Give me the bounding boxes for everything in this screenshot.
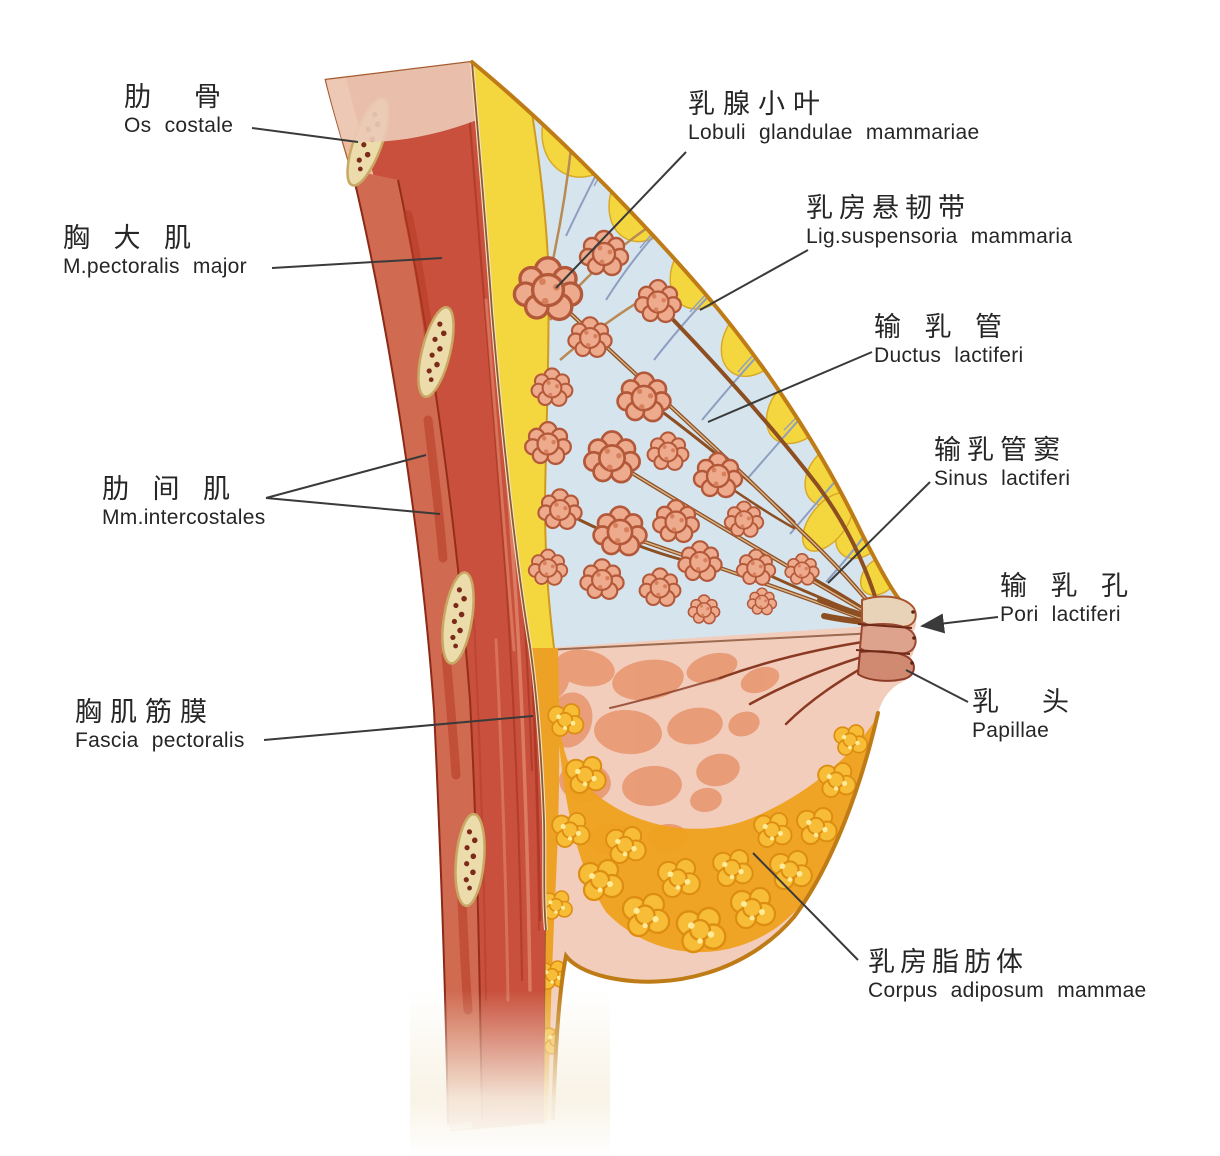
slab-cut-surface [326, 62, 482, 142]
label-os-costale-la: Os costale [124, 114, 234, 138]
leader-ligament [699, 249, 809, 311]
leader-intercostales-lower [265, 497, 441, 515]
label-fascia-pectoralis-la: Fascia pectoralis [75, 729, 245, 753]
label-lig-suspensoria: 乳房悬韧带 Lig.suspensoria mammaria [806, 194, 1072, 248]
nipple [855, 595, 917, 682]
label-papillae-la: Papillae [972, 719, 1050, 743]
bottom-fade [410, 990, 610, 1156]
label-intercostales-cn: 肋 间 肌 [102, 474, 239, 504]
leader-intercostales-upper [265, 454, 427, 499]
label-pectoralis-major: 胸 大 肌 M.pectoralis major [63, 224, 247, 278]
label-fascia-pectoralis: 胸肌筋膜 Fascia pectoralis [75, 698, 245, 752]
label-pori-lactiferi-la: Pori lactiferi [1000, 603, 1121, 627]
label-pori-lactiferi-cn: 输 乳 孔 [1000, 571, 1137, 601]
label-fascia-pectoralis-cn: 胸肌筋膜 [75, 697, 215, 727]
label-intercostales-la: Mm.intercostales [102, 506, 266, 530]
leader-fascia [263, 715, 534, 741]
leader-lines [251, 127, 999, 961]
label-corpus-adiposum: 乳房脂肪体 Corpus adiposum mammae [868, 948, 1147, 1002]
leader-pori-arrow [920, 613, 999, 634]
label-papillae: 乳 头 Papillae [972, 688, 1077, 742]
label-ductus-lactiferi: 输 乳 管 Ductus lactiferi [874, 313, 1024, 367]
label-lig-suspensoria-la: Lig.suspensoria mammaria [806, 225, 1073, 249]
fat-crescent [556, 700, 874, 953]
nipple-grooves [855, 623, 913, 655]
label-papillae-cn: 乳 头 [972, 687, 1077, 717]
label-pori-lactiferi: 输 乳 孔 Pori lactiferi [1000, 572, 1136, 626]
label-lig-suspensoria-cn: 乳房悬韧带 [806, 193, 971, 223]
label-lobuli-glandulae-la: Lobuli glandulae mammariae [688, 121, 980, 145]
tissue-divider [544, 631, 897, 651]
label-sinus-lactiferi-la: Sinus lactiferi [934, 467, 1071, 491]
label-ductus-lactiferi-la: Ductus lactiferi [874, 344, 1024, 368]
label-lobuli-glandulae-cn: 乳腺小叶 [688, 89, 828, 119]
label-sinus-lactiferi: 输乳管窦 Sinus lactiferi [934, 436, 1070, 490]
leader-ductus [707, 351, 873, 423]
leader-corpus [752, 852, 859, 961]
label-corpus-adiposum-cn: 乳房脂肪体 [868, 947, 1028, 977]
label-corpus-adiposum-la: Corpus adiposum mammae [868, 979, 1147, 1003]
pectoral-fascia-edge [471, 61, 547, 931]
nipple-ridge-bottom [856, 650, 915, 682]
leader-pectoralis [271, 257, 443, 269]
label-lobuli-glandulae: 乳腺小叶 Lobuli glandulae mammariae [688, 90, 979, 144]
label-ductus-lactiferi-cn: 输 乳 管 [874, 312, 1011, 342]
lactiferous-pores [910, 610, 916, 665]
label-pectoralis-major-la: M.pectoralis major [63, 255, 247, 279]
label-pectoralis-major-cn: 胸 大 肌 [63, 223, 200, 253]
leader-papillae [905, 669, 969, 703]
leader-os-costale [251, 127, 359, 143]
leader-lobuli [555, 151, 687, 289]
label-os-costale: 肋 骨 Os costale [124, 83, 233, 137]
intercostal-column [352, 170, 482, 1125]
label-os-costale-cn: 肋 骨 [124, 82, 229, 112]
label-intercostales: 肋 间 肌 Mm.intercostales [102, 475, 266, 529]
label-sinus-lactiferi-cn: 输乳管窦 [934, 435, 1066, 465]
leader-sinus [827, 481, 931, 584]
